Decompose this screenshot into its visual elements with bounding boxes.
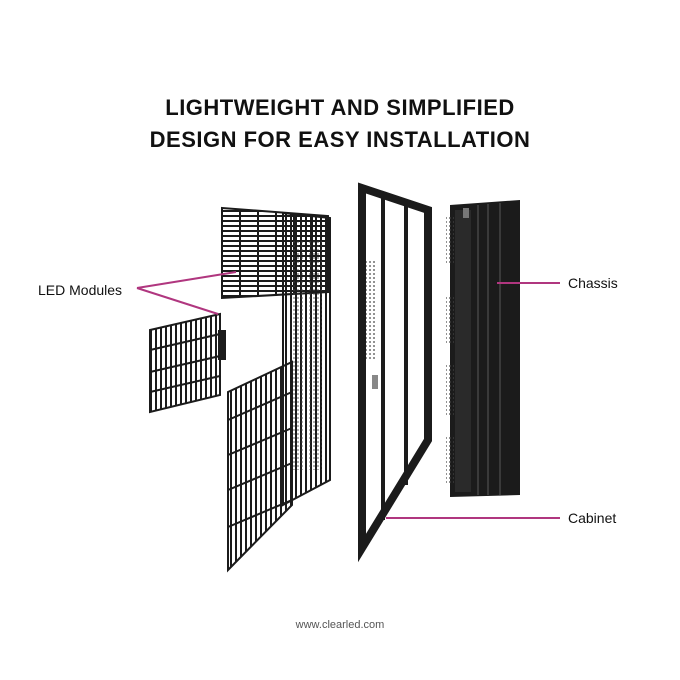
headline: LIGHTWEIGHT AND SIMPLIFIED DESIGN FOR EA… <box>0 92 680 156</box>
leader-led-small <box>136 287 219 315</box>
label-cabinet: Cabinet <box>568 510 617 526</box>
leader-led-top <box>136 271 237 289</box>
callout-lines <box>136 271 560 519</box>
chassis <box>446 200 520 497</box>
led-module-small <box>149 312 226 414</box>
led-module-bottom <box>227 360 293 573</box>
headline-line-1: LIGHTWEIGHT AND SIMPLIFIED <box>165 95 515 120</box>
website-url: www.clearled.com <box>295 619 385 631</box>
cabinet-frame <box>358 182 432 563</box>
headline-line-2: DESIGN FOR EASY INSTALLATION <box>149 127 531 152</box>
label-chassis: Chassis <box>568 275 618 291</box>
label-led-modules: LED Modules <box>38 282 123 298</box>
